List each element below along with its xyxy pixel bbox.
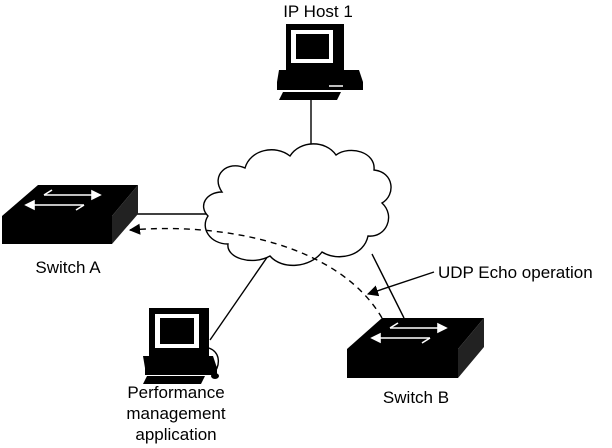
ip-host-1-label: IP Host 1 [283,2,353,21]
switch-b-label: Switch B [383,388,449,407]
desktop-computer-icon [143,308,220,384]
switch-b [347,318,484,378]
network-switch-icon [2,185,138,244]
desktop-computer-icon [277,24,363,100]
link-pc-cloud [209,255,269,341]
switch-a [2,185,138,244]
udp-echo-label: UDP Echo operation [438,263,593,282]
network-switch-icon [347,318,484,378]
udp-echo-callout-arrow [366,271,435,297]
perf-app-label-line2: management [126,404,226,423]
switch-a-label: Switch A [35,258,101,277]
network-cloud-icon [203,143,392,267]
perf-app-label-line3: application [135,425,216,444]
perf-app-label-line1: Performance [127,383,224,402]
link-switch-b-cloud [371,253,405,319]
